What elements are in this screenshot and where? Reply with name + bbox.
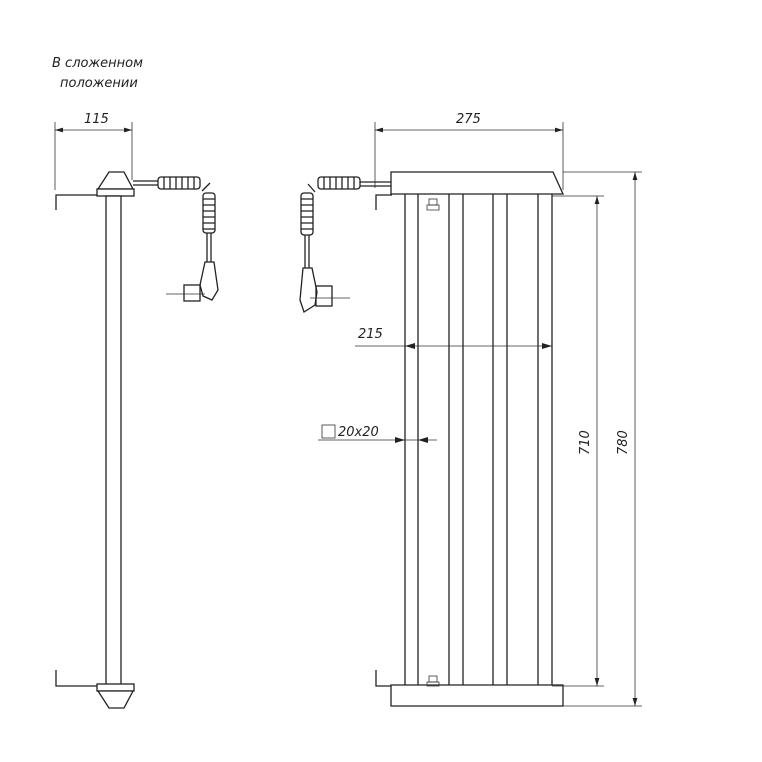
front-view: 275 215 20x20 710 780 <box>299 112 642 707</box>
rails <box>404 194 553 685</box>
square-section-icon <box>321 424 336 439</box>
bottom-cap <box>96 690 135 709</box>
caption-line2: положении <box>60 76 138 91</box>
dim-label-710: 710 <box>578 430 593 455</box>
plug-icon <box>166 261 219 302</box>
dim-label-780: 780 <box>616 430 631 455</box>
side-bar <box>105 195 122 687</box>
bottom-housing <box>390 684 564 707</box>
caption-line1: В сложенном <box>52 56 143 71</box>
plug-icon <box>299 267 350 313</box>
wall-bracket-bottom <box>375 670 392 687</box>
top-cap <box>96 171 135 190</box>
coiled-cord <box>300 176 361 268</box>
wall-bracket-top <box>375 194 392 210</box>
coiled-cord <box>157 176 216 262</box>
top-housing <box>390 171 565 195</box>
dim-label-275: 275 <box>456 112 481 127</box>
dim-label-115: 115 <box>84 112 109 127</box>
dim-label-20x20: 20x20 <box>338 425 379 440</box>
wall-bracket-bottom <box>55 670 98 687</box>
side-view: 115 <box>54 112 219 709</box>
wall-bracket-top <box>55 194 98 210</box>
bolt-icon <box>426 198 440 687</box>
dim-label-215: 215 <box>358 327 383 342</box>
